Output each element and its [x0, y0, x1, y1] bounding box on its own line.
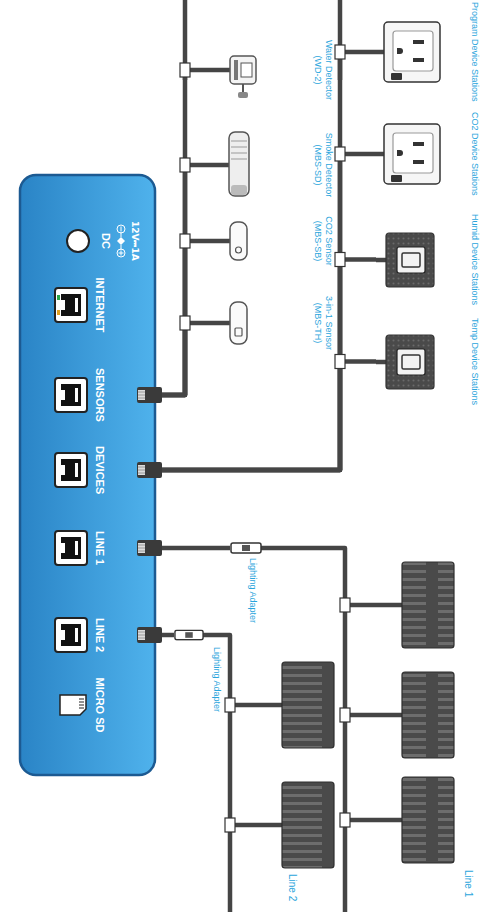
- water-detector-icon: [222, 40, 260, 100]
- cable-connector: [162, 633, 174, 638]
- adapter-label: Lighting Adapter: [211, 647, 222, 712]
- sensor-label: 3-in-1 Sensor (MBS-TH): [312, 286, 334, 360]
- lighting-adapter-icon: [230, 542, 262, 554]
- port-label: LINE 1: [93, 531, 106, 565]
- cable-junction: [180, 316, 190, 330]
- lighting-adapter-icon: [174, 629, 204, 641]
- port-label: 12V⎓1A: [129, 221, 140, 261]
- device-station-node: Temp Device Stations: [376, 318, 480, 405]
- cables: [185, 0, 402, 912]
- rj-plug-icon: [136, 537, 162, 559]
- device-station-node: CO2 Device Stations: [376, 112, 480, 196]
- port-label: SENSORS: [93, 368, 106, 422]
- three-in-one-sensor-icon: [222, 299, 252, 347]
- outlet-station-icon: [376, 20, 442, 84]
- port-label: LINE 2: [93, 618, 106, 652]
- switch-station-icon: [376, 231, 436, 289]
- cable-connector: [162, 546, 230, 551]
- rj-plug-icon: [136, 459, 162, 481]
- sensor-node: CO2 Sensor (MBS-SB): [222, 204, 334, 278]
- cable-junction: [335, 147, 345, 161]
- line-label: Line 2: [286, 874, 298, 901]
- port-jack-icon: [54, 452, 88, 488]
- sensor-label: Smoke Detector (MBS-SD): [312, 128, 334, 202]
- sensor-label: CO2 Sensor (MBS-SB): [312, 204, 334, 278]
- station-label: Program Device Stations: [469, 2, 480, 102]
- outlet-station-icon: [376, 122, 442, 186]
- controller-port: DEVICES: [40, 438, 162, 502]
- micro-sd-icon: [58, 693, 88, 717]
- controller-panel: [20, 175, 155, 775]
- cable-connector: [162, 154, 376, 470]
- lighting-adapter: Lighting Adapter: [174, 629, 222, 712]
- cable-junction: [335, 45, 345, 59]
- polarity-symbol: [116, 224, 126, 258]
- controller-port: LINE 1: [40, 516, 162, 580]
- port-label: DEVICES: [93, 446, 106, 494]
- cable-junction: [335, 355, 345, 369]
- port-jack-icon: [54, 377, 88, 413]
- device-station-node: Program Device Stations: [376, 2, 480, 102]
- light-bars: [282, 562, 454, 868]
- cable-connector: [162, 52, 376, 470]
- rj-plug-icon: [136, 624, 162, 646]
- co2-sensor-icon: [222, 219, 252, 263]
- cable-connector: [162, 165, 222, 395]
- controller-port: LINE 2: [40, 603, 162, 667]
- controller-port: SENSORS: [40, 363, 162, 427]
- cable-connector: [162, 70, 222, 395]
- port-jack-icon: [54, 530, 88, 566]
- sensor-node: Smoke Detector (MBS-SD): [222, 128, 334, 202]
- lighting-adapter: Lighting Adapter: [230, 542, 262, 623]
- cable-junction: [180, 158, 190, 172]
- switch-station-icon: [376, 333, 436, 391]
- cable-connector: [162, 323, 222, 395]
- device-station-node: Humid Device Stations: [376, 214, 480, 305]
- port-label: INTERNET: [93, 278, 106, 333]
- cable-connector: [162, 241, 222, 395]
- cable-junction: [180, 63, 190, 77]
- sensor-label: Water Detector (WD-2): [312, 33, 334, 107]
- rj-plug-icon: [136, 384, 162, 406]
- sd-slot: MICRO SD: [40, 673, 162, 737]
- cable-connector: [162, 260, 376, 471]
- sensor-node: 3-in-1 Sensor (MBS-TH): [222, 286, 334, 360]
- ethernet-port: INTERNET: [40, 273, 162, 337]
- port-label: DC: [99, 233, 112, 249]
- ethernet-port-icon: [54, 287, 88, 323]
- cable-junction: [180, 234, 190, 248]
- port-label: MICRO SD: [93, 678, 106, 733]
- line-label: Line 1: [462, 870, 474, 897]
- power-port: 12V⎓1A DC: [40, 209, 162, 273]
- smoke-detector-icon: [222, 129, 256, 201]
- dc-jack-icon: [64, 227, 92, 255]
- port-jack-icon: [54, 617, 88, 653]
- cable-connector: [162, 362, 376, 471]
- station-label: Humid Device Stations: [469, 214, 480, 305]
- station-label: CO2 Device Stations: [469, 112, 480, 196]
- sensor-node: Water Detector (WD-2): [222, 33, 334, 107]
- cable-junction: [335, 253, 345, 267]
- adapter-label: Lighting Adapter: [247, 558, 258, 623]
- station-label: Temp Device Stations: [469, 318, 480, 405]
